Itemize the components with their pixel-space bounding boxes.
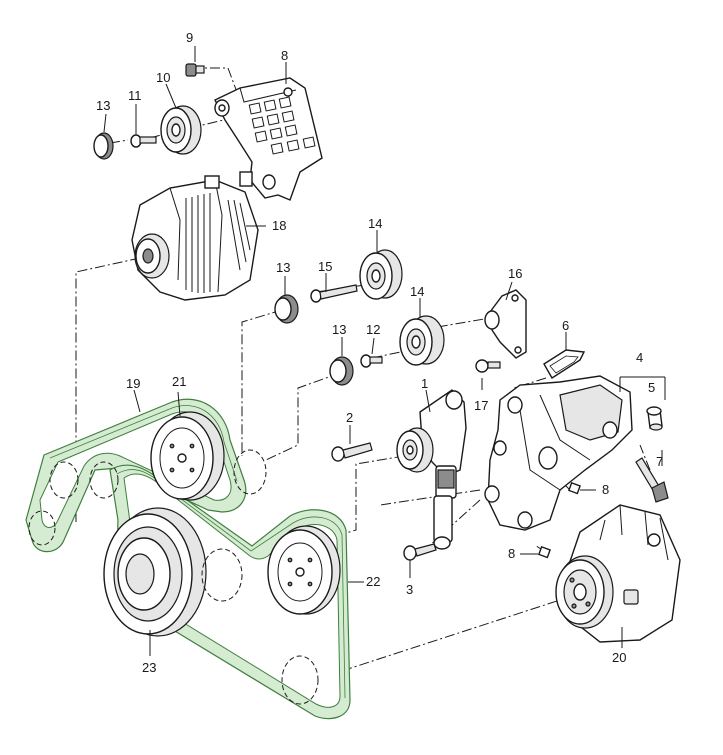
callout-18: 19 xyxy=(126,376,140,391)
cover-cap-13-lower xyxy=(329,356,354,386)
crankshaft-pulley-23 xyxy=(103,507,207,637)
bolt-7 xyxy=(635,457,669,503)
callout-22: 22 xyxy=(366,574,380,589)
callout-4: 4 xyxy=(636,350,643,365)
leader-lines xyxy=(103,46,666,656)
belt-contact-markers xyxy=(28,449,319,705)
callout-15: 15 xyxy=(318,259,332,274)
callout-17: 17 xyxy=(474,398,488,413)
idler-pulley-11 xyxy=(160,105,202,155)
callout-13-middle: 13 xyxy=(276,260,290,275)
callout-11: 10 xyxy=(156,70,170,85)
compressor-bracket xyxy=(484,375,633,531)
bolt-12-lower xyxy=(360,354,383,368)
nut-8-lower xyxy=(537,545,551,559)
callout-10: 9 xyxy=(186,30,193,45)
water-pump-pulley-22 xyxy=(267,525,341,615)
callout-14-upper: 14 xyxy=(368,216,382,231)
alternator xyxy=(131,171,259,301)
callout-labels: 9 8 10 11 13 18 14 13 15 16 14 6 13 12 4… xyxy=(96,30,663,675)
callout-19: 18 xyxy=(272,218,286,233)
nut-8-upper xyxy=(567,481,581,495)
cover-cap-13-top xyxy=(93,132,114,160)
ac-compressor xyxy=(555,504,681,643)
pulley-20 xyxy=(150,411,225,501)
bolt-2 xyxy=(331,442,373,462)
idler-pulley-14-lower xyxy=(399,315,445,366)
callout-8-upper: 8 xyxy=(602,482,609,497)
callout-12-top: 11 xyxy=(128,88,142,103)
idler-pulley-14-upper xyxy=(359,249,403,300)
callout-13-top: 13 xyxy=(96,98,110,113)
bolt-10 xyxy=(185,63,205,77)
alternator-bracket xyxy=(214,77,323,201)
callout-23: 23 xyxy=(142,660,156,675)
callout-9: 8 xyxy=(281,48,288,63)
cover-cap-13-middle xyxy=(274,294,299,324)
callout-6: 6 xyxy=(562,318,569,333)
callout-3: 3 xyxy=(406,582,413,597)
sleeve-5 xyxy=(646,406,663,431)
callout-5: 5 xyxy=(648,380,655,395)
callout-21: 20 xyxy=(612,650,626,665)
bolt-17 xyxy=(475,359,501,373)
gasket-6 xyxy=(543,349,586,379)
bolt-12-top xyxy=(130,134,157,148)
bolt-15 xyxy=(310,284,358,303)
callout-13-lower: 13 xyxy=(332,322,346,337)
callout-12-lower: 12 xyxy=(366,322,380,337)
callout-14-lower: 14 xyxy=(410,284,424,299)
callout-1: 1 xyxy=(421,376,428,391)
callout-2: 2 xyxy=(346,410,353,425)
callout-7: 7 xyxy=(656,454,663,469)
bolt-3 xyxy=(403,543,437,561)
belt-tensioner-1 xyxy=(396,389,467,550)
callout-20: 21 xyxy=(172,374,186,389)
callout-16: 16 xyxy=(508,266,522,281)
callout-8-lower: 8 xyxy=(508,546,515,561)
mounting-bracket-16 xyxy=(484,289,527,359)
